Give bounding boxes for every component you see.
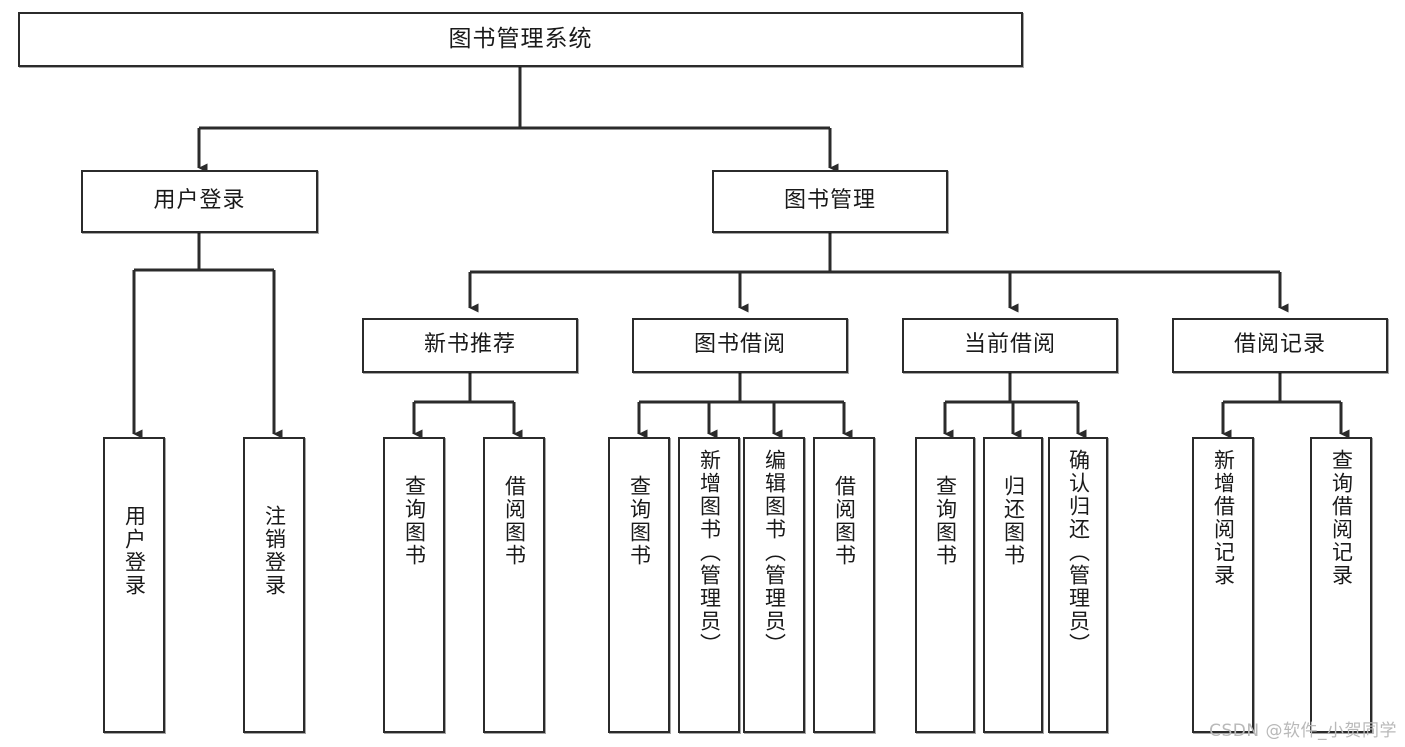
node-label: 用户登录 xyxy=(122,505,147,597)
leaf-borrow-borrow-book[interactable]: 借阅图书 xyxy=(813,437,875,733)
node-new-book-recommend[interactable]: 新书推荐 xyxy=(362,318,578,373)
node-label: 图书借阅 xyxy=(693,332,786,358)
node-label: 查询图书 xyxy=(627,475,652,567)
node-label: 借阅图书 xyxy=(832,475,857,567)
node-label: 用户登录 xyxy=(153,188,246,214)
leaf-borrow-add-book-admin[interactable]: 新增图书（管理员） xyxy=(678,437,740,733)
leaf-current-confirm-return-admin[interactable]: 确认归还（管理员） xyxy=(1048,437,1108,733)
node-current-borrow[interactable]: 当前借阅 xyxy=(902,318,1118,373)
leaf-borrow-edit-book-admin[interactable]: 编辑图书（管理员） xyxy=(743,437,805,733)
node-label: 编辑图书（管理员） xyxy=(762,449,787,656)
node-label: 图书管理系统 xyxy=(448,25,593,52)
leaf-borrow-query-book[interactable]: 查询图书 xyxy=(608,437,670,733)
node-label: 新增借阅记录 xyxy=(1211,449,1236,587)
node-label: 查询图书 xyxy=(933,475,958,567)
node-label: 确认归还（管理员） xyxy=(1066,449,1091,656)
node-label: 归还图书 xyxy=(1001,475,1026,567)
node-label: 注销登录 xyxy=(262,505,287,597)
node-label: 新增图书（管理员） xyxy=(697,449,722,656)
node-label: 借阅记录 xyxy=(1233,332,1326,358)
leaf-user-login-signout[interactable]: 注销登录 xyxy=(243,437,305,733)
leaf-current-query-book[interactable]: 查询图书 xyxy=(915,437,975,733)
leaf-recommend-borrow-book[interactable]: 借阅图书 xyxy=(483,437,545,733)
node-label: 当前借阅 xyxy=(963,332,1056,358)
node-label: 图书管理 xyxy=(783,188,876,214)
leaf-recommend-query-book[interactable]: 查询图书 xyxy=(383,437,445,733)
leaf-current-return-book[interactable]: 归还图书 xyxy=(983,437,1043,733)
node-label: 借阅图书 xyxy=(502,475,527,567)
leaf-record-query-borrow-record[interactable]: 查询借阅记录 xyxy=(1310,437,1372,733)
leaf-user-login-signin[interactable]: 用户登录 xyxy=(103,437,165,733)
csdn-watermark: CSDN @软件_小贺同学 xyxy=(1209,721,1397,741)
node-label: 新书推荐 xyxy=(423,332,516,358)
node-label: 查询借阅记录 xyxy=(1329,449,1354,587)
node-borrow-record[interactable]: 借阅记录 xyxy=(1172,318,1388,373)
node-user-login[interactable]: 用户登录 xyxy=(81,170,318,233)
leaf-record-add-borrow-record[interactable]: 新增借阅记录 xyxy=(1192,437,1254,733)
node-root-system[interactable]: 图书管理系统 xyxy=(18,12,1023,67)
node-book-management[interactable]: 图书管理 xyxy=(712,170,948,233)
node-book-borrow[interactable]: 图书借阅 xyxy=(632,318,848,373)
node-label: 查询图书 xyxy=(402,475,427,567)
